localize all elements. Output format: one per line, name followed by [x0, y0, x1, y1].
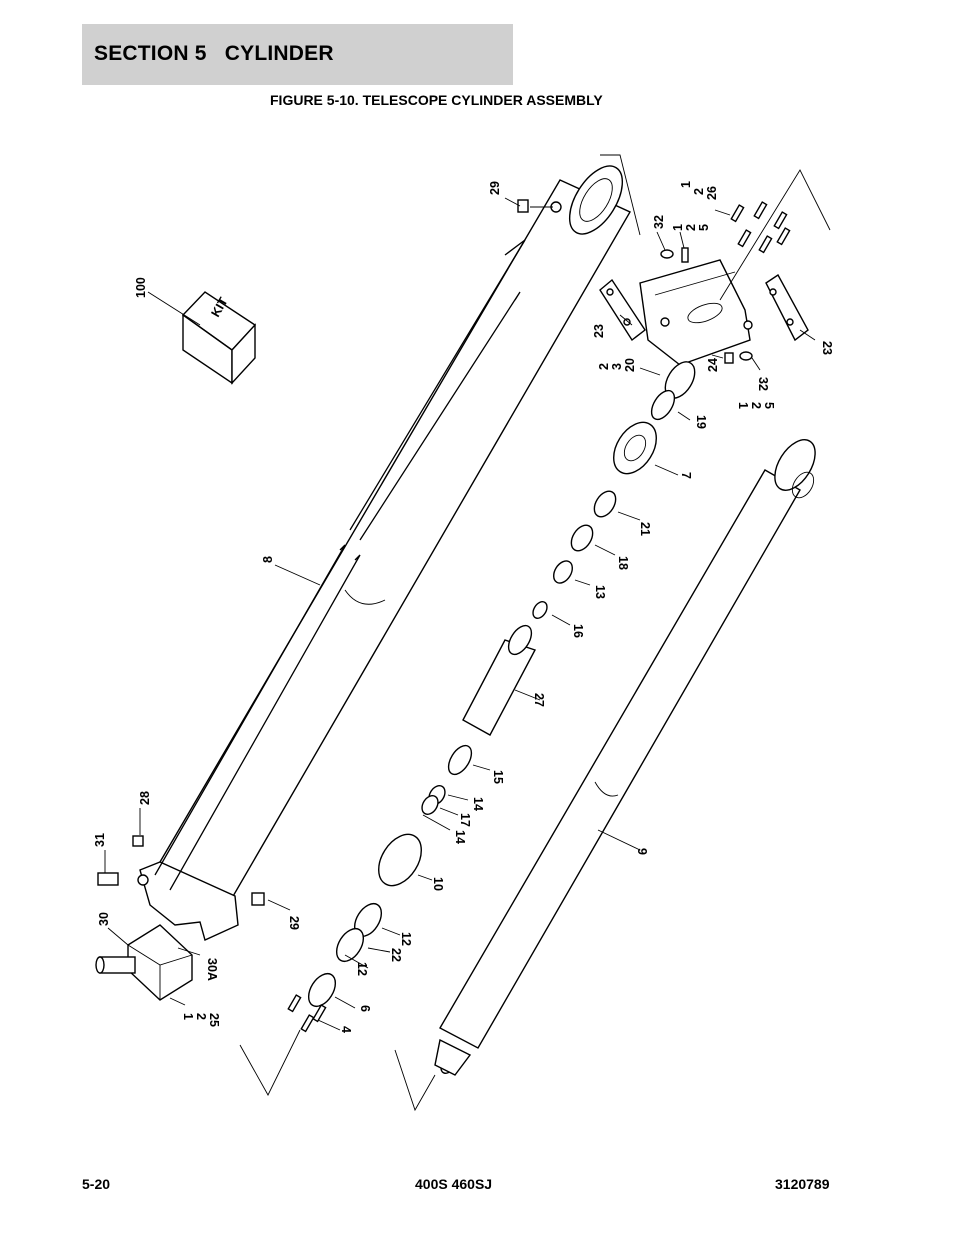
callout-1-2-5-bottom-a: 1	[736, 402, 750, 409]
callout-23-right: 23	[820, 341, 834, 355]
leader-lines	[104, 154, 831, 1112]
callout-1-2-25-b: 2	[194, 1013, 208, 1020]
footer-doc-number: 3120789	[775, 1176, 830, 1192]
callout-14-b: 14	[453, 830, 467, 844]
callouts: 100 29 8 28 31 30 29 30A 1 2 25 1 2 26 3…	[93, 181, 834, 1033]
wear-pad-left	[599, 278, 646, 342]
callout-30: 30	[97, 912, 111, 926]
valve-block	[95, 872, 193, 1001]
callout-21: 21	[638, 522, 652, 536]
callout-17: 17	[458, 813, 472, 827]
callout-1-2-5-bottom-b: 2	[749, 402, 763, 409]
trunnion-block	[639, 259, 753, 366]
cylinder-rod	[434, 439, 816, 1076]
section-header: SECTION 5 CYLINDER	[82, 24, 513, 85]
callout-8: 8	[261, 556, 275, 563]
callout-1-2-5-top-a: 1	[671, 224, 685, 231]
callout-2-3-20-a: 2	[597, 363, 611, 370]
figure-caption: FIGURE 5-10. TELESCOPE CYLINDER ASSEMBLY	[270, 92, 603, 108]
callout-30a: 30A	[205, 958, 219, 981]
footer-page-number: 5-20	[82, 1176, 111, 1192]
head-and-seals	[287, 361, 696, 1033]
callout-27: 27	[532, 693, 546, 707]
cylinder-barrel	[137, 165, 631, 941]
callout-22: 22	[389, 948, 403, 962]
small-fittings	[132, 199, 529, 906]
callout-2-3-20-c: 20	[623, 358, 637, 372]
callout-29-bottom: 29	[287, 916, 301, 930]
callout-100: 100	[134, 277, 148, 298]
wear-pad-right	[765, 273, 809, 342]
section-title: SECTION 5 CYLINDER	[94, 42, 334, 65]
capscrews	[660, 201, 791, 364]
callout-32-top: 32	[652, 215, 666, 229]
callout-19: 19	[694, 415, 708, 429]
callout-1-2-5-top-b: 2	[684, 224, 698, 231]
figure-title: TELESCOPE CYLINDER ASSEMBLY	[362, 92, 603, 108]
callout-29-top: 29	[488, 181, 502, 195]
callout-1-2-26-c: 26	[705, 186, 719, 200]
callout-15: 15	[491, 770, 505, 784]
callout-10: 10	[431, 877, 445, 891]
callout-1-2-5-top-c: 5	[697, 224, 711, 231]
callout-28: 28	[138, 791, 152, 805]
callout-23-left: 23	[592, 324, 606, 338]
callout-9: 9	[635, 848, 649, 855]
callout-1-2-5-bottom-c: 5	[762, 402, 776, 409]
callout-12-a: 12	[399, 932, 413, 946]
kit-box: KIT	[181, 291, 257, 385]
callout-6: 6	[358, 1005, 372, 1012]
callout-1-2-26-a: 1	[679, 181, 693, 188]
callout-13: 13	[593, 585, 607, 599]
callout-24: 24	[706, 358, 720, 372]
callout-18: 18	[616, 556, 630, 570]
callout-4: 4	[339, 1026, 353, 1033]
callout-16: 16	[571, 624, 585, 638]
callout-2-3-20-b: 3	[610, 363, 624, 370]
figure-number: FIGURE 5-10.	[270, 92, 359, 108]
callout-1-2-25-a: 1	[181, 1013, 195, 1020]
footer-model: 400S 460SJ	[415, 1176, 493, 1192]
callout-14-a: 14	[471, 797, 485, 811]
callout-32-bottom: 32	[756, 377, 770, 391]
callout-31: 31	[93, 833, 107, 847]
callout-1-2-25-c: 25	[207, 1013, 221, 1027]
callout-7: 7	[679, 472, 693, 479]
callout-12-b: 12	[355, 962, 369, 976]
callout-1-2-26-b: 2	[692, 188, 706, 195]
